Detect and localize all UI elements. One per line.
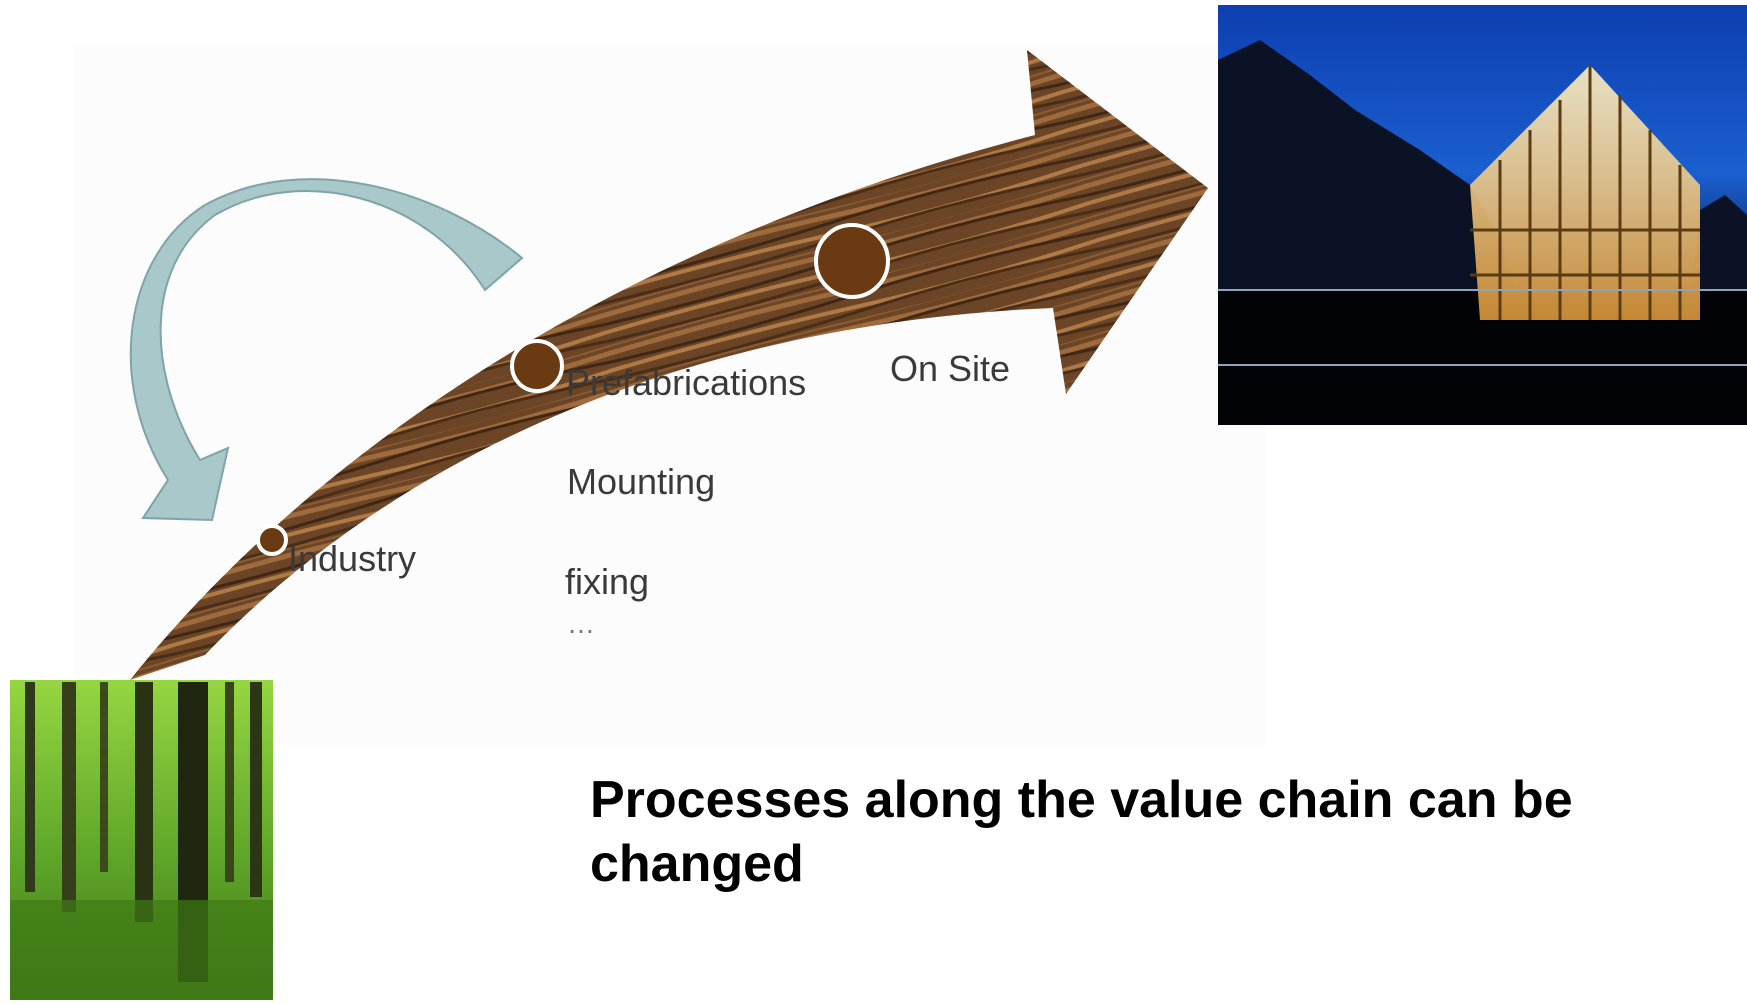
prefabrications-marker: [510, 339, 564, 393]
fixing-label: fixing: [565, 561, 650, 602]
on-site-marker: [814, 223, 890, 299]
recycle-arrow: [129, 178, 524, 522]
building-photo: [1218, 5, 1747, 425]
forest-photo: [10, 680, 273, 1000]
ellipsis-label: …: [567, 608, 595, 639]
on-site-label: On Site: [890, 348, 1011, 389]
industry-label: Industry: [288, 538, 417, 579]
prefabrications-label: Prefabrications: [566, 362, 807, 403]
mounting-label: Mounting: [567, 461, 716, 502]
industry-marker: [256, 524, 288, 556]
value-chain-arrow: [130, 50, 1208, 680]
slide-caption: Processes along the value chain can be c…: [590, 771, 1573, 893]
